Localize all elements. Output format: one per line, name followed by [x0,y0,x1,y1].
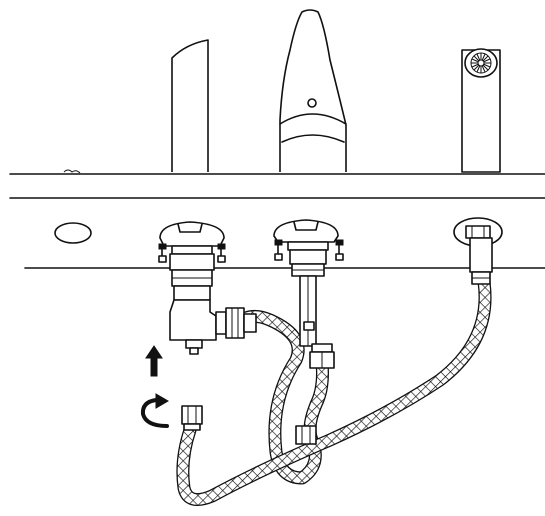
left-handle [171,39,209,172]
left-valve-body [158,221,257,355]
spout [279,9,347,172]
left-valve-screw-left-icon [158,243,167,263]
spout-shank-screw-right-icon [335,239,344,261]
counter-top [9,169,545,269]
tap-hole [54,222,92,244]
right-handle [461,48,501,173]
left-valve-screw-right-icon [217,243,226,263]
up-arrow-icon [145,345,163,377]
braided-hoses [176,275,492,507]
right-valve-shank [453,217,503,285]
hose-end-fitting [181,405,203,431]
spout-shank [273,219,344,445]
rotate-arrow-icon [140,393,169,428]
spout-shank-screw-left-icon [274,239,283,261]
spout-aerator-hole-icon [307,98,317,108]
handle-cap-icon [471,53,491,73]
